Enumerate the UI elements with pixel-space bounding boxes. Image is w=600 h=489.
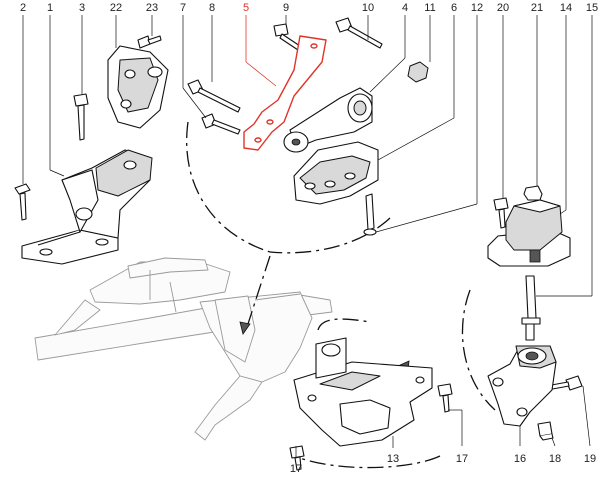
callout-6: 6	[451, 2, 457, 14]
part-4-torque-rod	[283, 87, 373, 153]
callout-19: 19	[584, 453, 596, 465]
bolt-23	[137, 35, 162, 49]
part-14-right-mount	[487, 199, 571, 267]
callout-15: 15	[586, 2, 598, 14]
part-5-link-bracket-highlighted	[243, 35, 327, 151]
bolts	[14, 17, 583, 471]
stud-15	[521, 275, 541, 341]
part-1-left-mount	[21, 149, 153, 265]
part-11-nut	[407, 61, 429, 83]
part-13-gearbox-mount	[293, 337, 433, 447]
callout-14: 14	[560, 2, 572, 14]
bolt-3	[73, 93, 89, 141]
bolt-2	[14, 183, 31, 221]
part-22-bracket	[107, 45, 169, 129]
callout-labels: 2 1 3 22 23 7 8 5 9 10 4 11 6 12 20 21 1…	[20, 2, 598, 475]
part-6-mount-base	[293, 141, 379, 205]
callout-1: 1	[47, 2, 53, 14]
callout-12: 12	[471, 2, 483, 14]
callout-23: 23	[146, 2, 158, 14]
bolt-8	[187, 79, 241, 113]
bolt-18	[537, 421, 554, 441]
bolt-17-lower	[289, 445, 305, 471]
bolt-20	[493, 197, 509, 229]
callout-5-highlighted: 5	[243, 2, 249, 14]
callout-17-upper: 17	[456, 453, 468, 465]
callout-10: 10	[362, 2, 374, 14]
callout-4: 4	[402, 2, 408, 14]
callout-16: 16	[514, 453, 526, 465]
callout-21: 21	[531, 2, 543, 14]
bolt-7	[201, 113, 241, 135]
subframe	[34, 257, 333, 441]
bolt-9	[273, 23, 301, 51]
callout-8: 8	[209, 2, 215, 14]
bolt-12	[363, 193, 377, 236]
callout-11: 11	[424, 2, 435, 14]
callout-18: 18	[549, 453, 561, 465]
flow-arrow-head	[239, 321, 251, 335]
bolt-17-upper	[437, 383, 453, 413]
callout-7: 7	[180, 2, 186, 14]
bolt-10	[335, 17, 383, 49]
callout-3: 3	[79, 2, 85, 14]
part-16-lower-bracket	[487, 345, 557, 427]
callout-9: 9	[283, 2, 289, 14]
leader-lines	[22, 15, 593, 458]
callout-22: 22	[110, 2, 122, 14]
callout-2: 2	[20, 2, 26, 14]
callout-20: 20	[497, 2, 509, 14]
part-21-nut	[523, 185, 543, 201]
callout-17-lower: 17	[290, 463, 302, 475]
callout-13: 13	[387, 453, 399, 465]
